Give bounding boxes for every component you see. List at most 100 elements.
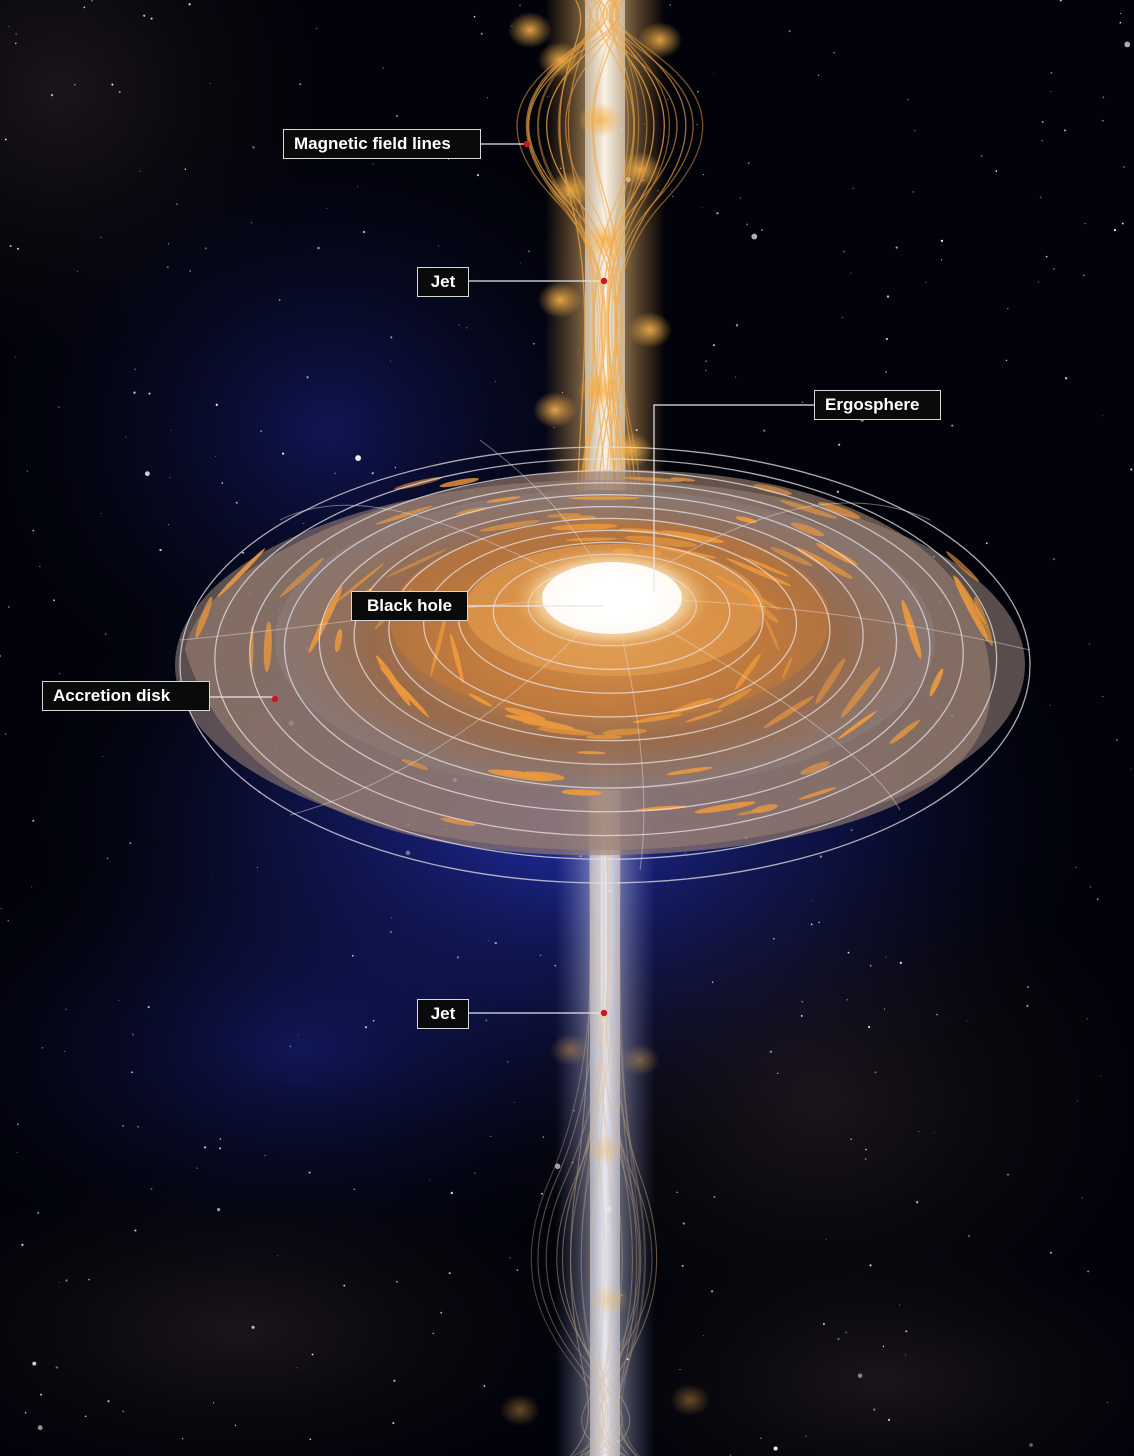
star <box>264 1155 266 1157</box>
star <box>122 1410 125 1413</box>
star <box>353 1188 356 1191</box>
star <box>7 920 9 922</box>
star <box>55 1366 58 1369</box>
star <box>713 73 714 75</box>
star <box>214 456 216 458</box>
star <box>739 197 741 199</box>
star <box>150 1188 153 1190</box>
star <box>289 1045 292 1048</box>
star <box>539 954 542 957</box>
star <box>134 368 136 370</box>
star <box>1096 898 1099 900</box>
star <box>703 1335 704 1337</box>
star <box>516 1269 519 1271</box>
star <box>83 6 86 9</box>
star <box>940 259 943 261</box>
star <box>252 146 255 149</box>
star <box>837 443 841 446</box>
star <box>907 98 909 101</box>
star <box>763 429 766 432</box>
star <box>131 1071 133 1073</box>
star <box>390 931 392 933</box>
star <box>666 136 668 138</box>
star <box>905 1330 908 1333</box>
star <box>65 1279 68 1282</box>
star <box>1089 886 1092 888</box>
star <box>676 1191 678 1194</box>
star <box>788 29 791 33</box>
star <box>1106 1401 1108 1403</box>
star <box>303 522 305 524</box>
star <box>711 981 714 983</box>
star <box>169 476 171 479</box>
star <box>65 1008 67 1010</box>
star <box>485 1019 488 1022</box>
star <box>845 1331 848 1334</box>
star <box>1052 557 1056 561</box>
star <box>519 4 521 7</box>
star <box>869 1264 872 1267</box>
star <box>705 369 707 372</box>
star <box>822 1322 826 1326</box>
star <box>925 281 927 283</box>
star <box>41 1047 44 1049</box>
star <box>1075 866 1077 868</box>
marker-magnetic-field-lines <box>523 140 531 148</box>
star <box>885 337 889 341</box>
star <box>76 270 79 272</box>
star <box>40 1393 43 1396</box>
star <box>899 961 902 965</box>
star <box>980 155 983 157</box>
star <box>204 247 207 250</box>
star <box>390 336 393 339</box>
star <box>1050 72 1053 74</box>
star <box>1124 41 1131 48</box>
star <box>219 1138 222 1140</box>
star <box>4 138 7 141</box>
star <box>14 356 16 358</box>
star <box>125 436 127 438</box>
star <box>1029 1443 1033 1447</box>
star <box>1077 1100 1078 1102</box>
star <box>672 195 674 197</box>
star <box>143 14 146 17</box>
star <box>1039 196 1042 199</box>
star <box>58 406 60 408</box>
star <box>817 74 820 77</box>
star <box>833 51 836 54</box>
star <box>1102 96 1105 98</box>
star <box>334 472 337 475</box>
star <box>805 1435 807 1438</box>
star <box>438 245 440 247</box>
star <box>17 1123 19 1126</box>
star <box>841 316 843 319</box>
star <box>716 212 719 215</box>
star <box>144 471 150 477</box>
star <box>458 324 460 326</box>
star <box>111 83 114 86</box>
star <box>696 123 698 126</box>
star <box>1052 267 1055 270</box>
star <box>746 223 749 226</box>
star <box>494 941 497 945</box>
star <box>355 455 362 462</box>
star <box>170 429 172 431</box>
star <box>679 1369 681 1371</box>
star <box>32 529 35 532</box>
star <box>1115 738 1118 741</box>
star <box>1086 1018 1088 1020</box>
star <box>167 243 170 245</box>
star <box>317 246 320 250</box>
star <box>184 168 187 171</box>
star <box>15 33 17 35</box>
star <box>1101 119 1104 122</box>
star <box>751 233 758 240</box>
star <box>819 855 823 858</box>
star <box>884 1008 886 1010</box>
star <box>702 207 703 208</box>
star <box>32 819 35 822</box>
star <box>1041 120 1044 123</box>
star <box>277 1255 278 1257</box>
star <box>1130 468 1133 471</box>
